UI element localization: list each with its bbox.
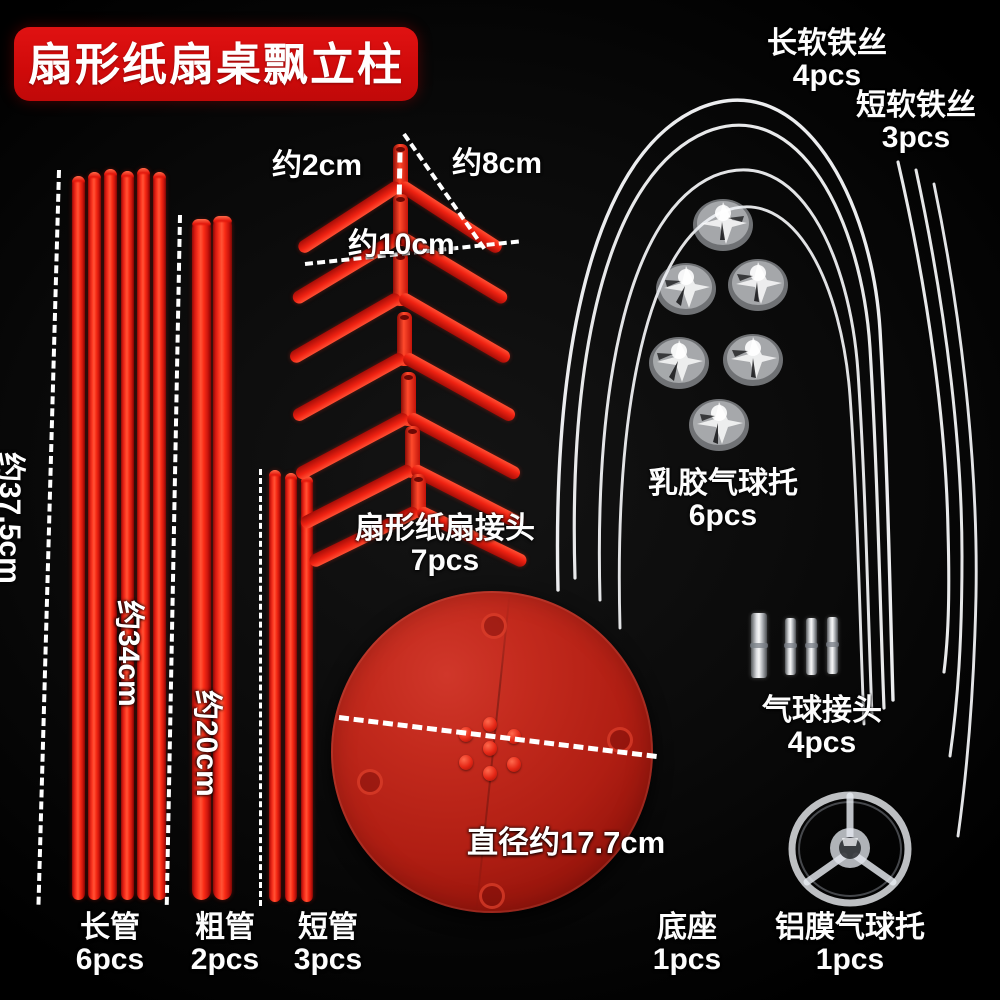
foil-balloon-holder [786,790,914,908]
base-diameter-label: 直径约17.7cm [467,825,666,860]
long-tube-caption: 长管 6pcs [45,911,175,977]
balloon-connector-name: 气球接头 [762,694,882,727]
short-wire [896,160,951,674]
base-disc-hole [479,883,505,909]
fan-connector-caption: 扇形纸扇接头 7pcs [347,512,543,578]
long-wire [555,98,895,702]
short-wire-qty: 3pcs [881,121,951,155]
base-center-nub [483,717,497,732]
base-center-nub [507,729,521,744]
short-wire-caption: 短软铁丝 3pcs [833,89,999,155]
thick-tube [213,216,232,900]
short-wire [932,182,978,838]
base-caption: 底座 1pcs [622,911,752,977]
short-tube-measure-line [259,469,262,906]
base-center-nub [483,741,497,756]
short-tube [269,470,281,902]
long-tube [137,168,150,900]
connector-arm-dimension-label: 约8cm [452,147,543,180]
latex-balloon-cup [688,392,750,454]
long-tube-qty: 6pcs [75,943,145,977]
short-tube [285,473,297,902]
page-title: 扇形纸扇桌飘立柱 [27,38,404,90]
base-center-nub [459,727,473,742]
short-tube-qty: 3pcs [293,943,363,977]
base-disc-hole [357,769,383,795]
short-tube-caption: 短管 3pcs [263,911,393,977]
connector-span-dimension-label: 约10cm [348,228,455,261]
short-wire [914,168,964,758]
foil-cup-name: 铝膜气球托 [775,911,925,944]
connector-stem-dimension-label: 约2cm [272,149,363,182]
long-wire [597,168,874,718]
base-center-nub [459,755,473,770]
thick-tube-qty: 2pcs [190,943,260,977]
balloon-connector [805,618,818,675]
fan-connector-name: 扇形纸扇接头 [355,512,535,545]
long-tube [153,172,166,900]
short-tube-name: 短管 [298,911,358,944]
base-disc-hole [481,613,507,639]
long-wire-qty: 4pcs [792,59,862,93]
base-disc-rim [331,591,653,913]
latex-cup-caption: 乳胶气球托 6pcs [635,467,811,533]
latex-balloon-cup [648,330,710,392]
base-center-nub [507,757,521,772]
balloon-connector [750,613,768,678]
thick-tube [192,219,211,900]
latex-balloon-cup [692,192,754,254]
long-wire-caption: 长软铁丝 4pcs [737,27,917,93]
page-title-badge: 扇形纸扇桌飘立柱 [14,27,418,101]
latex-cup-qty: 6pcs [688,499,758,533]
balloon-connector-qty: 4pcs [787,726,857,760]
foil-cup-qty: 1pcs [815,943,885,977]
base-name: 底座 [657,911,717,944]
balloon-connector [784,618,797,675]
latex-balloon-cup [722,327,784,389]
thick-tube-caption: 粗管 2pcs [160,911,290,977]
latex-cup-name: 乳胶气球托 [648,467,798,500]
thick-tube-name: 粗管 [195,911,255,944]
long-tube [72,176,85,900]
foil-cup-caption: 铝膜气球托 1pcs [760,911,940,977]
long-tube [104,169,117,900]
long-tube [88,172,101,900]
latex-balloon-cup [655,256,717,318]
long-wire-name: 长软铁丝 [767,27,887,60]
base-qty: 1pcs [652,943,722,977]
fan-connector-qty: 7pcs [410,544,480,578]
short-wire-name: 短软铁丝 [856,89,976,122]
base-disc-hole [607,727,633,753]
balloon-connector [826,617,839,674]
short-tube [301,476,313,902]
balloon-connector-caption: 气球接头 4pcs [742,694,902,760]
latex-balloon-cup [727,252,789,314]
base-disc: 直径约17.7cm [331,591,665,913]
long-wire [572,123,886,710]
base-center-nub [483,766,497,781]
long-tube-name: 长管 [80,911,140,944]
long-tube [121,171,134,900]
long-wire [617,205,866,726]
